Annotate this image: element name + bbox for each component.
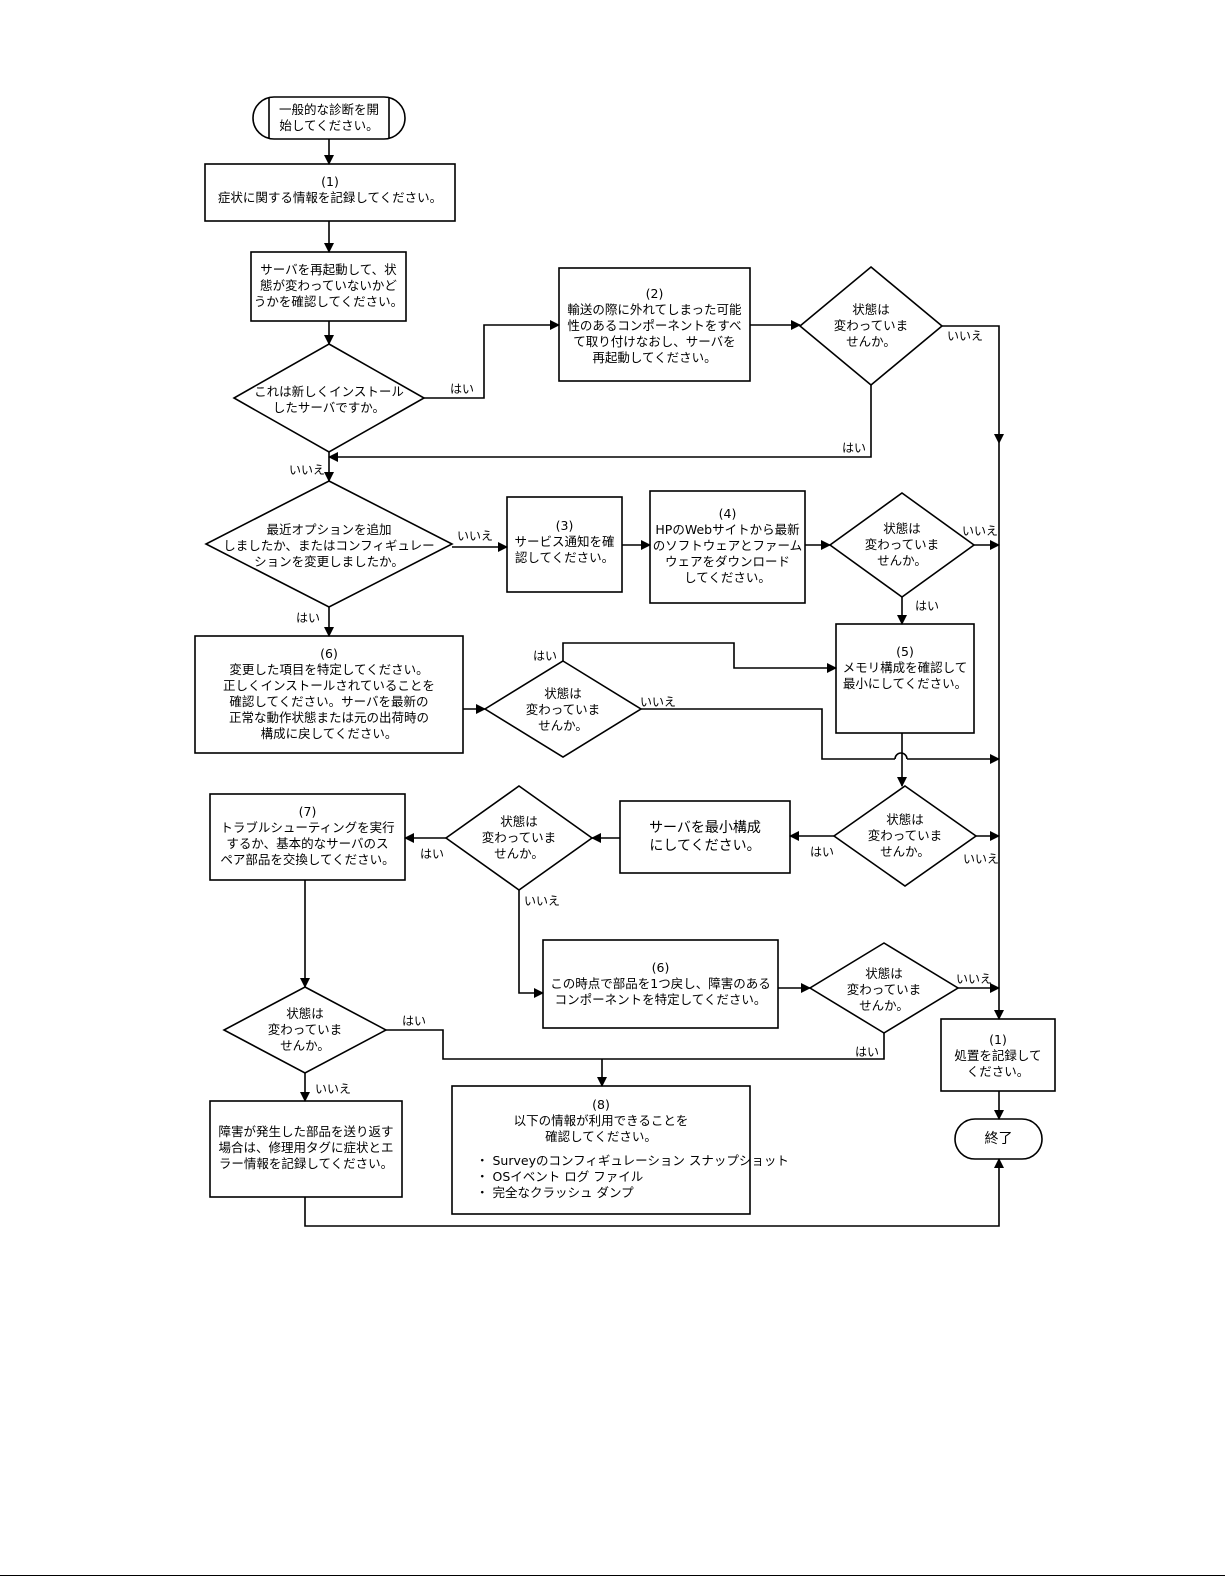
record-action-label: (1)処置を記録してください。 [954, 1032, 1042, 1079]
option-label: 最近オプションを追加しましたか、またはコンフィギュレーションを変更しましたか。 [223, 522, 435, 569]
step-7-label: (7)トラブルシューティングを実行するか、基本的なサーバのスペア部品を交換してく… [220, 804, 395, 867]
new-install-label: これは新しくインストールしたサーバですか。 [254, 384, 404, 415]
edge-label-yes: はい [296, 611, 321, 625]
restart-label: サーバを再起動して、状態が変わっていないかどうかを確認してください。 [253, 262, 404, 309]
edge-label-yes: はい [915, 599, 940, 613]
status-decision-3 [483, 660, 643, 758]
edge-label-no: いいえ [956, 972, 993, 986]
edge-label-yes: はい [842, 441, 867, 455]
status-5-label: 状態は変わっていませんか。 [481, 814, 557, 861]
edge-label-yes: はい [450, 382, 475, 396]
step-4-label: (4)HPのWebサイトから最新のソフトウェアとファームウェアをダウンロードして… [652, 506, 803, 585]
edge-label-yes: はい [810, 845, 835, 859]
status-6-label: 状態は変わっていませんか。 [846, 966, 922, 1013]
step-6a-label: (6)変更した項目を特定してください。正しくインストールされていることを確認して… [223, 646, 435, 741]
edge-label-no: いいえ [289, 463, 326, 477]
page-bottom-rule [0, 1575, 1225, 1576]
step-5-label: (5)メモリ構成を確認して最小にしてください。 [842, 644, 968, 691]
status-2-label: 状態は変わっていませんか。 [864, 521, 940, 568]
edge-label-no: いいえ [640, 695, 677, 709]
step-8-heading: (8)以下の情報が利用できることを確認してください。 [513, 1097, 689, 1144]
end-label: 終了 [984, 1131, 1013, 1147]
edge-label-no: いいえ [457, 529, 494, 543]
edge-label-yes: はい [420, 847, 445, 861]
status-7-label: 状態は変わっていませんか。 [267, 1006, 343, 1053]
edge-label-no: いいえ [947, 329, 984, 343]
status-1-label: 状態は変わっていませんか。 [833, 302, 909, 349]
step-6b-label: (6)この時点で部品を1つ戻し、障害のあるコンポーネントを特定してください。 [550, 960, 771, 1007]
start-label: 一般的な診断を開始してください。 [278, 102, 379, 133]
step-1-label: (1)症状に関する情報を記録してください。 [217, 174, 443, 205]
step-6b-box [542, 939, 779, 1029]
edge-label-no: いいえ [963, 852, 1000, 866]
edge-label-no: いいえ [962, 524, 999, 538]
step-3-label: (3)サービス通知を確認してください。 [514, 518, 615, 565]
list-item: 完全なクラッシュ ダンプ [476, 1185, 746, 1201]
minimal-config-label: サーバを最小構成にしてください。 [649, 820, 761, 854]
step-8-list: Surveyのコンフィギュレーション スナップショット OSイベント ログ ファ… [476, 1153, 788, 1201]
list-item: Surveyのコンフィギュレーション スナップショット [476, 1153, 788, 1169]
edge-label-yes: はい [533, 649, 558, 663]
list-item: OSイベント ログ ファイル [476, 1169, 746, 1185]
edge-label-no: いいえ [524, 894, 561, 908]
return-parts-label: 障害が発生した部品を送り返す場合は、修理用タグに症状とエラー情報を記録してくださ… [218, 1124, 394, 1171]
edge-label-yes: はい [402, 1014, 427, 1028]
edge-label-yes: はい [855, 1045, 880, 1059]
status-4-label: 状態は変わっていませんか。 [867, 812, 943, 859]
edge-label-no: いいえ [315, 1082, 352, 1096]
step-2-label: (2)輸送の際に外れてしまった可能性のあるコンポーネントをすべて取り付けなおし、… [567, 286, 742, 365]
status-decision-4 [832, 785, 978, 887]
status-3-label: 状態は変わっていませんか。 [525, 686, 601, 733]
